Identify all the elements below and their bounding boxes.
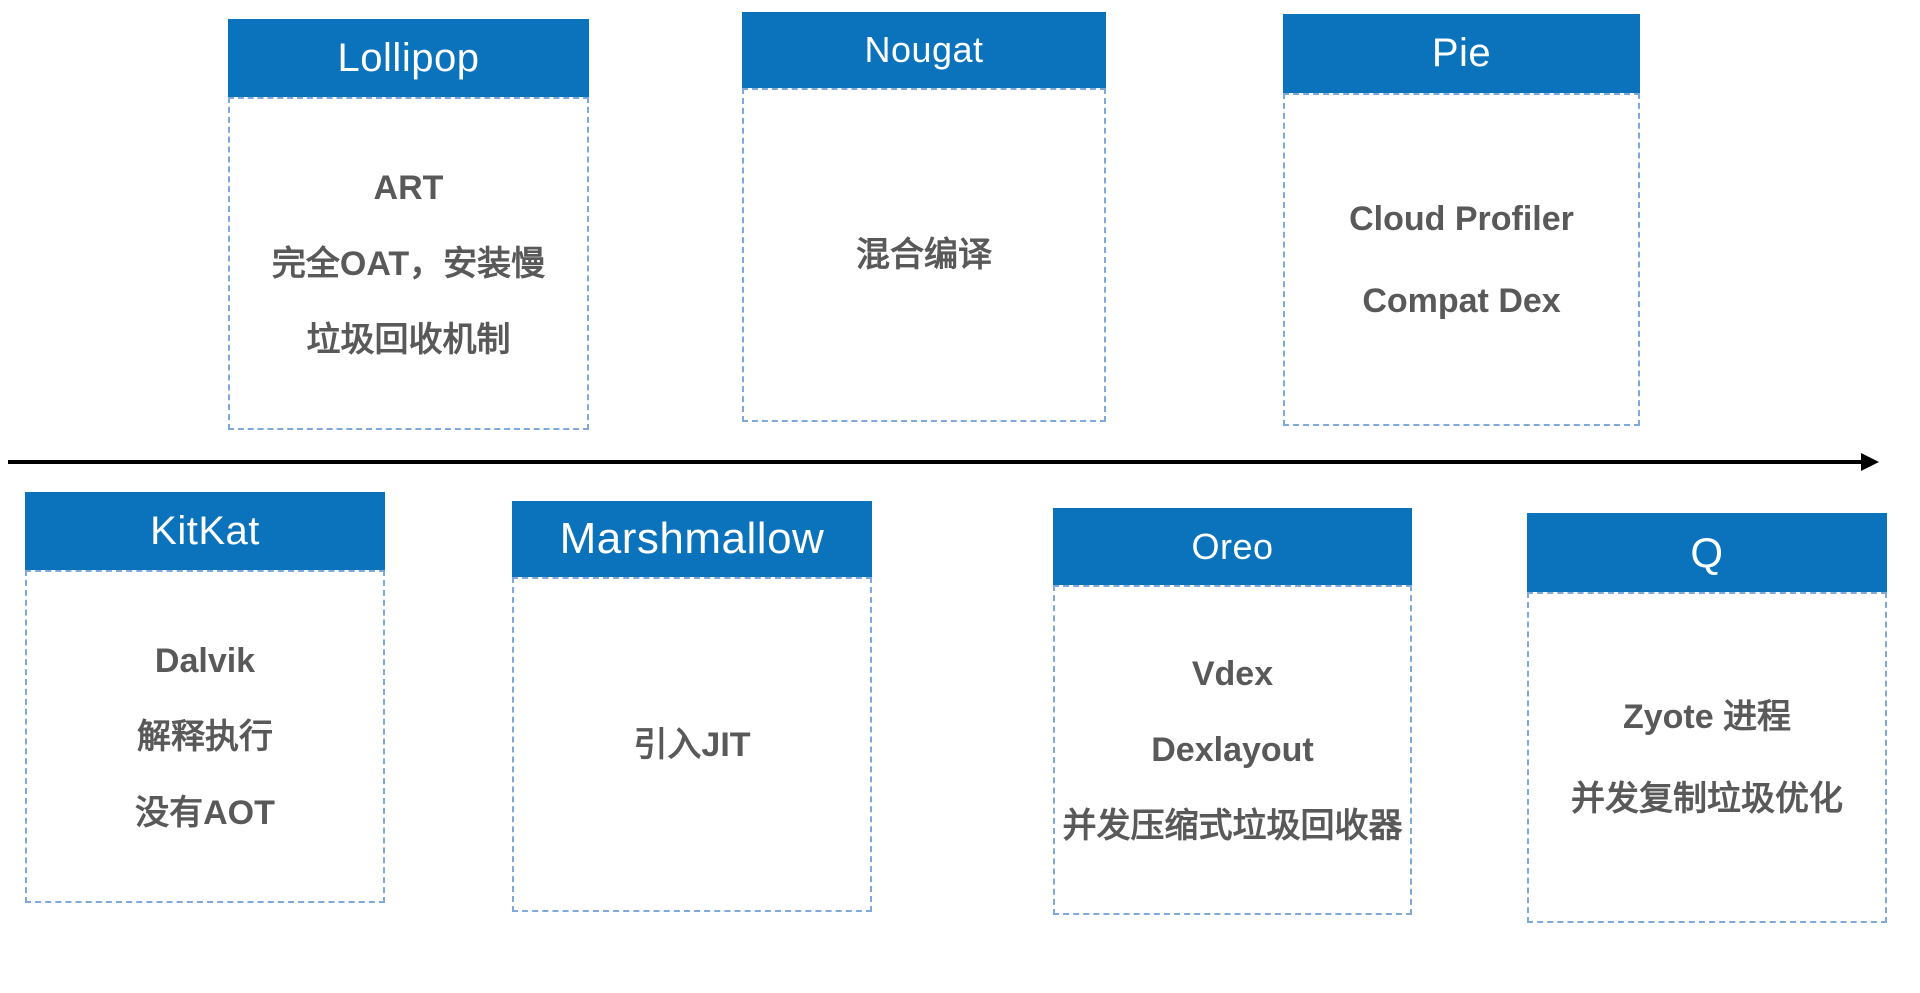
feature-line: 垃圾回收机制 (306, 320, 511, 359)
version-box-oreo-body: Vdex Dexlayout 并发压缩式垃圾回收器 (1053, 585, 1412, 915)
version-box-marshmallow: Marshmallow 引入JIT (512, 501, 872, 912)
version-box-q-header: Q (1527, 513, 1887, 592)
feature-line: 引入JIT (633, 725, 751, 764)
feature-line: Dalvik (154, 641, 256, 680)
feature-line: Cloud Profiler (1349, 199, 1574, 238)
feature-line: Zyote 进程 (1622, 697, 1792, 736)
version-box-pie-body: Cloud Profiler Compat Dex (1283, 93, 1640, 426)
version-box-nougat-header: Nougat (742, 12, 1106, 88)
version-box-oreo-header: Oreo (1053, 508, 1412, 585)
version-box-pie-header: Pie (1283, 14, 1640, 93)
version-title: Nougat (864, 29, 984, 70)
version-box-q: Q Zyote 进程 并发复制垃圾优化 (1527, 513, 1887, 923)
version-title: Marshmallow (559, 514, 825, 563)
version-box-marshmallow-body: 引入JIT (512, 577, 872, 912)
feature-line: ART (373, 168, 444, 207)
version-box-q-body: Zyote 进程 并发复制垃圾优化 (1527, 592, 1887, 923)
feature-line: 完全OAT，安装慢 (271, 244, 546, 283)
version-title: Lollipop (337, 35, 480, 80)
version-box-lollipop-body: ART 完全OAT，安装慢 垃圾回收机制 (228, 97, 589, 430)
feature-line: 并发压缩式垃圾回收器 (1062, 807, 1403, 845)
version-box-kitkat: KitKat Dalvik 解释执行 没有AOT (25, 492, 385, 903)
version-box-marshmallow-header: Marshmallow (512, 501, 872, 577)
version-title: Oreo (1191, 525, 1274, 567)
feature-line: 没有AOT (135, 793, 275, 832)
timeline-arrow-head-icon (1861, 453, 1879, 471)
version-box-kitkat-body: Dalvik 解释执行 没有AOT (25, 570, 385, 903)
feature-line: 解释执行 (137, 717, 273, 756)
version-title: Pie (1431, 31, 1492, 75)
timeline-arrow-line (8, 460, 1864, 464)
version-box-pie: Pie Cloud Profiler Compat Dex (1283, 14, 1640, 426)
version-box-oreo: Oreo Vdex Dexlayout 并发压缩式垃圾回收器 (1053, 508, 1412, 915)
version-box-lollipop-header: Lollipop (228, 19, 589, 97)
feature-line: 混合编译 (856, 236, 992, 274)
version-box-kitkat-header: KitKat (25, 492, 385, 570)
version-title: Q (1690, 528, 1724, 576)
version-box-nougat: Nougat 混合编译 (742, 12, 1106, 422)
feature-line: Vdex (1191, 655, 1274, 693)
version-box-lollipop: Lollipop ART 完全OAT，安装慢 垃圾回收机制 (228, 19, 589, 430)
version-title: KitKat (150, 508, 260, 553)
feature-line: Compat Dex (1362, 281, 1561, 320)
feature-line: 并发复制垃圾优化 (1571, 779, 1843, 818)
version-box-nougat-body: 混合编译 (742, 88, 1106, 422)
feature-line: Dexlayout (1151, 731, 1314, 769)
